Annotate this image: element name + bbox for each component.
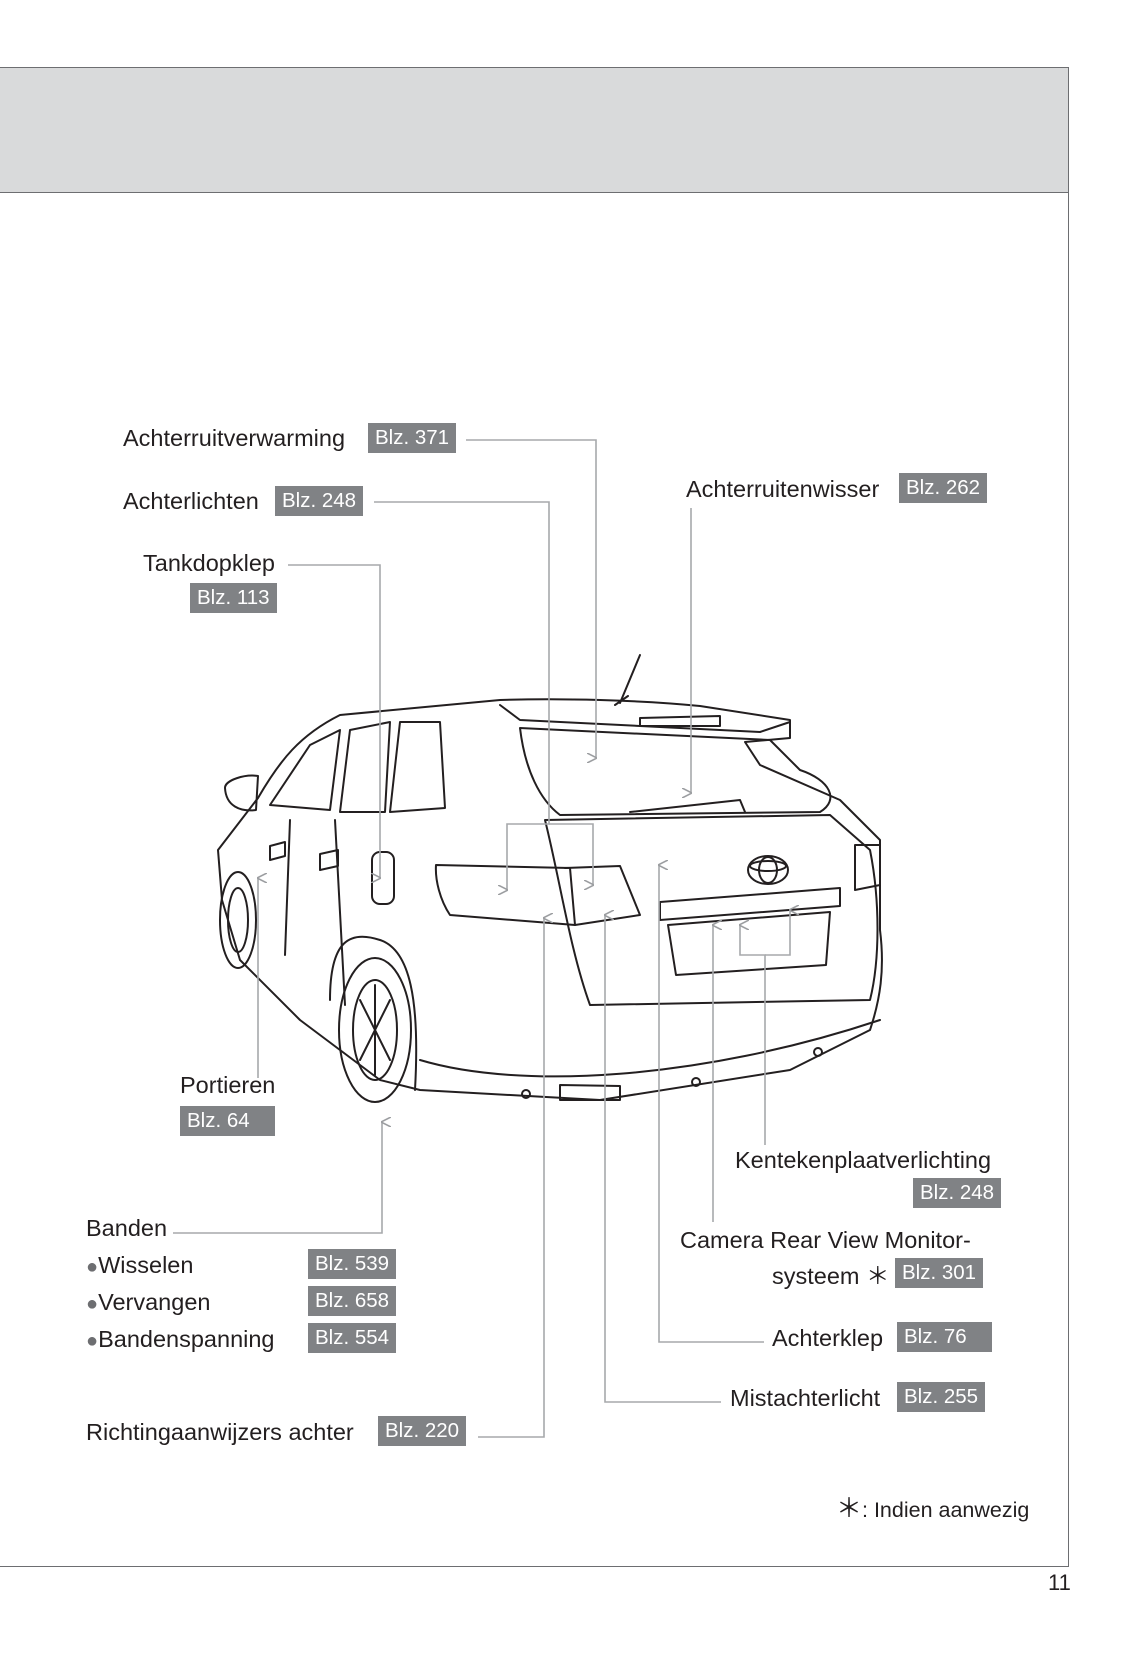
leader-achterlichten-2: [549, 823, 593, 885]
leader-kenteken: [740, 925, 766, 1145]
label-portieren: Portieren: [180, 1072, 276, 1098]
header-band: [0, 67, 1069, 193]
ref-achterruitenwisser[interactable]: Blz. 262: [899, 473, 988, 503]
list-item-vervangen: ●Vervangen: [86, 1288, 210, 1318]
ref-achterruitverwarming[interactable]: Blz. 371: [368, 423, 457, 453]
frame-right-rule: [1068, 67, 1069, 1567]
leader-mistachterlicht: [605, 915, 721, 1403]
label-bandenspanning: Bandenspanning: [98, 1326, 275, 1352]
ref-wisselen[interactable]: Blz. 539: [308, 1249, 397, 1279]
bullet-icon: ●: [86, 1330, 99, 1352]
ref-achterlichten[interactable]: Blz. 248: [275, 486, 364, 516]
label-achterruitenwisser: Achterruitenwisser: [686, 476, 880, 502]
label-mistachterlicht: Mistachterlicht: [730, 1385, 881, 1411]
label-achterruitverwarming: Achterruitverwarming: [123, 425, 346, 451]
bullet-icon: ●: [86, 1293, 99, 1315]
leader-tankdopklep: [288, 564, 380, 878]
ref-bandenspanning[interactable]: Blz. 554: [308, 1323, 397, 1353]
leader-achterruitverwarming: [466, 439, 596, 758]
label-tankdopklep: Tankdopklep: [143, 550, 275, 576]
leader-lines: [173, 439, 790, 1438]
list-item-bandenspanning: ●Bandenspanning: [86, 1325, 275, 1355]
footnote-text: : Indien aanwezig: [862, 1498, 1030, 1522]
ref-kentekenplaatverlichting[interactable]: Blz. 248: [913, 1178, 1002, 1208]
ref-vervangen[interactable]: Blz. 658: [308, 1286, 397, 1316]
ref-tankdopklep[interactable]: Blz. 113: [190, 583, 277, 613]
ref-richtingaanwijzers[interactable]: Blz. 220: [378, 1416, 467, 1446]
label-vervangen: Vervangen: [98, 1289, 211, 1315]
car-drawing: [217, 654, 883, 1103]
ref-achterklep[interactable]: Blz. 76: [897, 1322, 992, 1352]
asterisk-icon: ＊: [866, 1263, 890, 1289]
label-banden: Banden: [86, 1215, 168, 1241]
label-kentekenplaatverlichting: Kentekenplaatverlichting: [735, 1147, 992, 1173]
asterisk-icon: ＊: [836, 1493, 863, 1523]
leader-achterklep: [659, 865, 764, 1343]
label-wisselen: Wisselen: [98, 1252, 194, 1278]
ref-portieren[interactable]: Blz. 64: [180, 1106, 275, 1136]
footnote: ＊: Indien aanwezig: [836, 1488, 1029, 1525]
label-camera-line1: Camera Rear View Monitor-: [680, 1227, 971, 1253]
bullet-icon: ●: [86, 1256, 99, 1278]
leader-kenteken-2: [765, 910, 790, 956]
leader-banden: [173, 1122, 382, 1234]
leader-richtingaanwijzers: [478, 918, 544, 1438]
ref-mistachterlicht[interactable]: Blz. 255: [897, 1382, 986, 1412]
leader-achterlichten: [374, 501, 550, 890]
page-number: 11: [1048, 1570, 1071, 1595]
list-item-wisselen: ●Wisselen: [86, 1251, 193, 1281]
label-camera-line2: systeem ＊: [772, 1262, 890, 1290]
label-achterlichten: Achterlichten: [123, 488, 259, 514]
frame-bottom-rule: [0, 1566, 1069, 1567]
label-richtingaanwijzers: Richtingaanwijzers achter: [86, 1419, 354, 1445]
label-camera-systeem: systeem: [772, 1263, 860, 1289]
ref-camera[interactable]: Blz. 301: [895, 1258, 984, 1288]
label-achterklep: Achterklep: [772, 1325, 884, 1351]
